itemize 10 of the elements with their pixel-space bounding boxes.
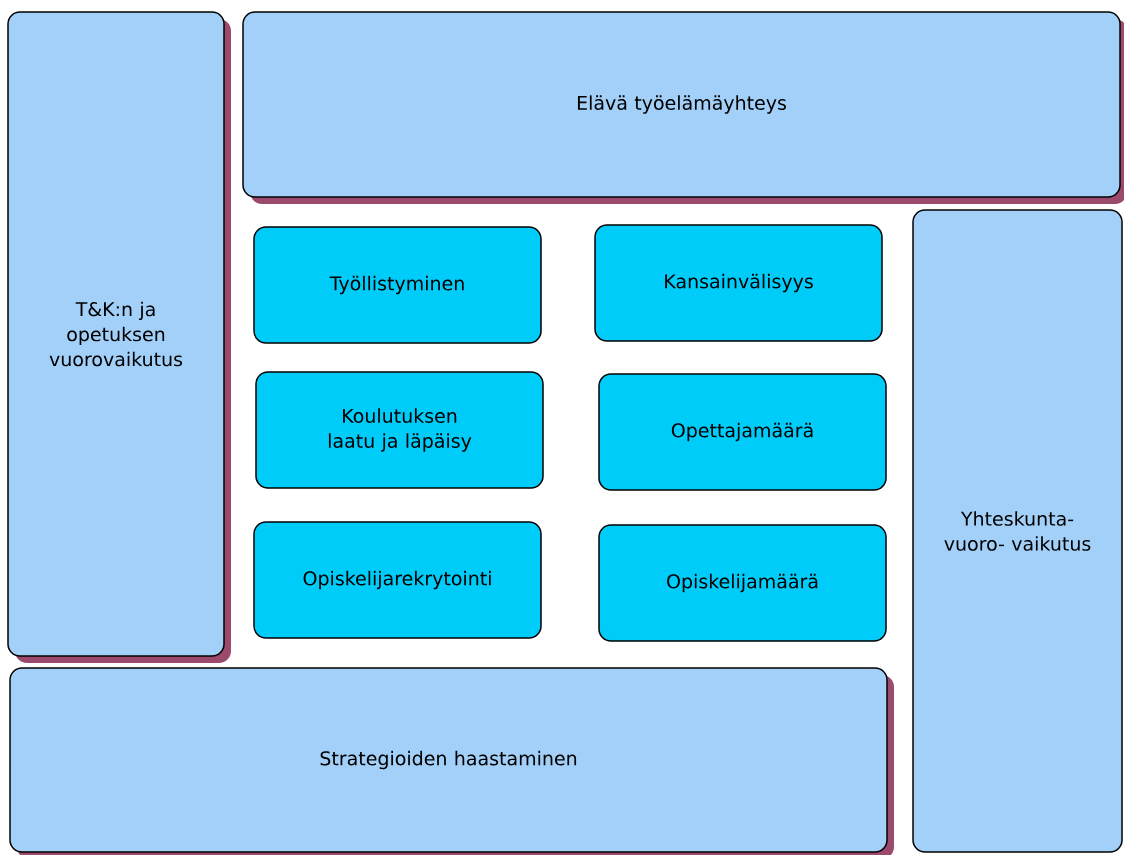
box: Työllistyminen [253,226,542,344]
box: Elävä työelämäyhteys [242,11,1124,204]
box: Yhteskunta- vuoro- vaikutus [912,209,1123,853]
box: Opettajamäärä [598,373,887,491]
box: Opiskelijamäärä [598,524,887,642]
box: Strategioiden haastaminen [9,667,894,855]
box: Opiskelijarekrytointi [253,521,542,639]
box: T&K:n ja opetuksen vuorovaikutus [7,11,231,663]
box: Kansainvälisyys [594,224,883,342]
box: Koulutuksen laatu ja läpäisy [255,371,544,489]
